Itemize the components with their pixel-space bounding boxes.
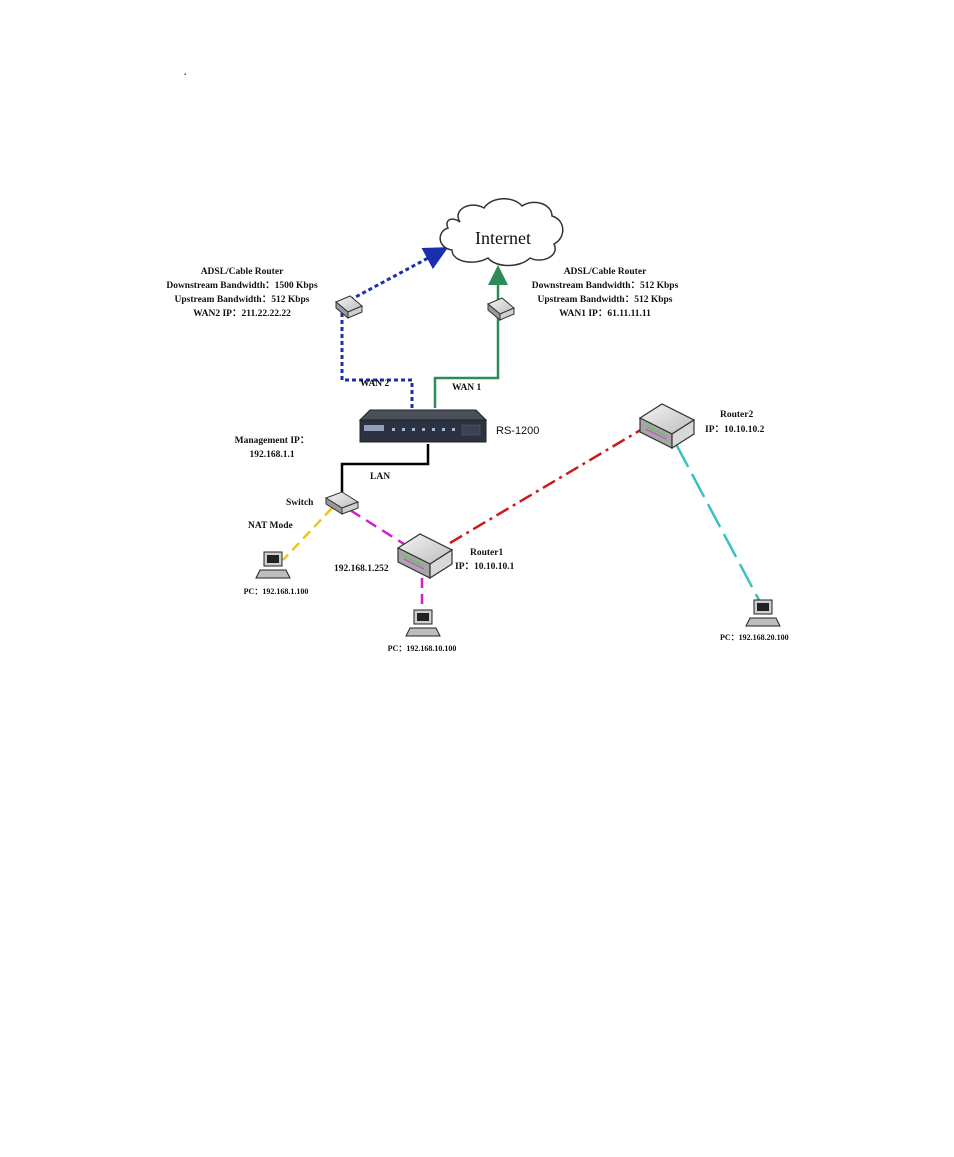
router2-ip: IP：10.10.10.2 <box>705 425 765 435</box>
nat-mode-label: NAT Mode <box>248 521 293 531</box>
pc1-computer-icon <box>255 551 291 579</box>
pc2-label: PC：192.168.10.100 <box>388 644 457 653</box>
router1-ip: IP：10.10.10.1 <box>455 562 515 572</box>
wan1-label: WAN 1 <box>452 383 482 393</box>
lan-link <box>340 444 430 494</box>
pc1-label: PC：192.168.1.100 <box>244 587 309 596</box>
nat-link <box>282 507 333 561</box>
router2-device <box>638 403 696 450</box>
management-ip-value: 192.168.1.1 <box>249 450 294 460</box>
adsl-left-upstream: Upstream Bandwidth：512 Kbps <box>175 295 310 305</box>
switch-label: Switch <box>286 498 314 508</box>
rs1200-device <box>358 409 488 443</box>
internet-label: Internet <box>475 228 531 248</box>
router1-device <box>396 533 454 580</box>
router1-lan-ip: 192.168.1.252 <box>334 564 389 574</box>
adsl-router-left <box>335 295 363 320</box>
management-ip-label: Management IP： <box>235 436 310 446</box>
pc2-computer-icon <box>405 609 441 637</box>
adsl-right-downstream: Downstream Bandwidth：512 Kbps <box>532 281 679 291</box>
page-bullet: . <box>184 68 186 78</box>
adsl-router-right <box>487 297 515 322</box>
adsl-left-wan-ip: WAN2 IP：211.22.22.22 <box>193 309 291 319</box>
wan1-link <box>433 318 500 408</box>
wan2-label: WAN 2 <box>360 379 390 389</box>
internet-cloud: Internet <box>439 198 564 267</box>
adsl-left-downstream: Downstream Bandwidth：1500 Kbps <box>166 281 318 291</box>
switch-device <box>324 491 360 515</box>
lan-label: LAN <box>370 472 390 482</box>
switch-router1-link <box>349 508 405 546</box>
wan2-uplink <box>349 247 449 302</box>
router2-name: Router2 <box>720 410 753 420</box>
rs1200-label: RS-1200 <box>496 425 539 437</box>
adsl-right-upstream: Upstream Bandwidth：512 Kbps <box>538 295 673 305</box>
router1-name: Router1 <box>470 548 503 558</box>
pc3-label: PC：192.168.20.100 <box>720 633 789 642</box>
wan2-link <box>340 312 414 408</box>
adsl-left-title: ADSL/Cable Router <box>201 267 284 277</box>
adsl-right-title: ADSL/Cable Router <box>564 267 647 277</box>
router2-pc-link <box>674 443 762 603</box>
vpn-link <box>449 426 645 545</box>
pc3-computer-icon <box>745 599 781 627</box>
adsl-right-wan-ip: WAN1 IP：61.11.11.11 <box>559 309 651 319</box>
